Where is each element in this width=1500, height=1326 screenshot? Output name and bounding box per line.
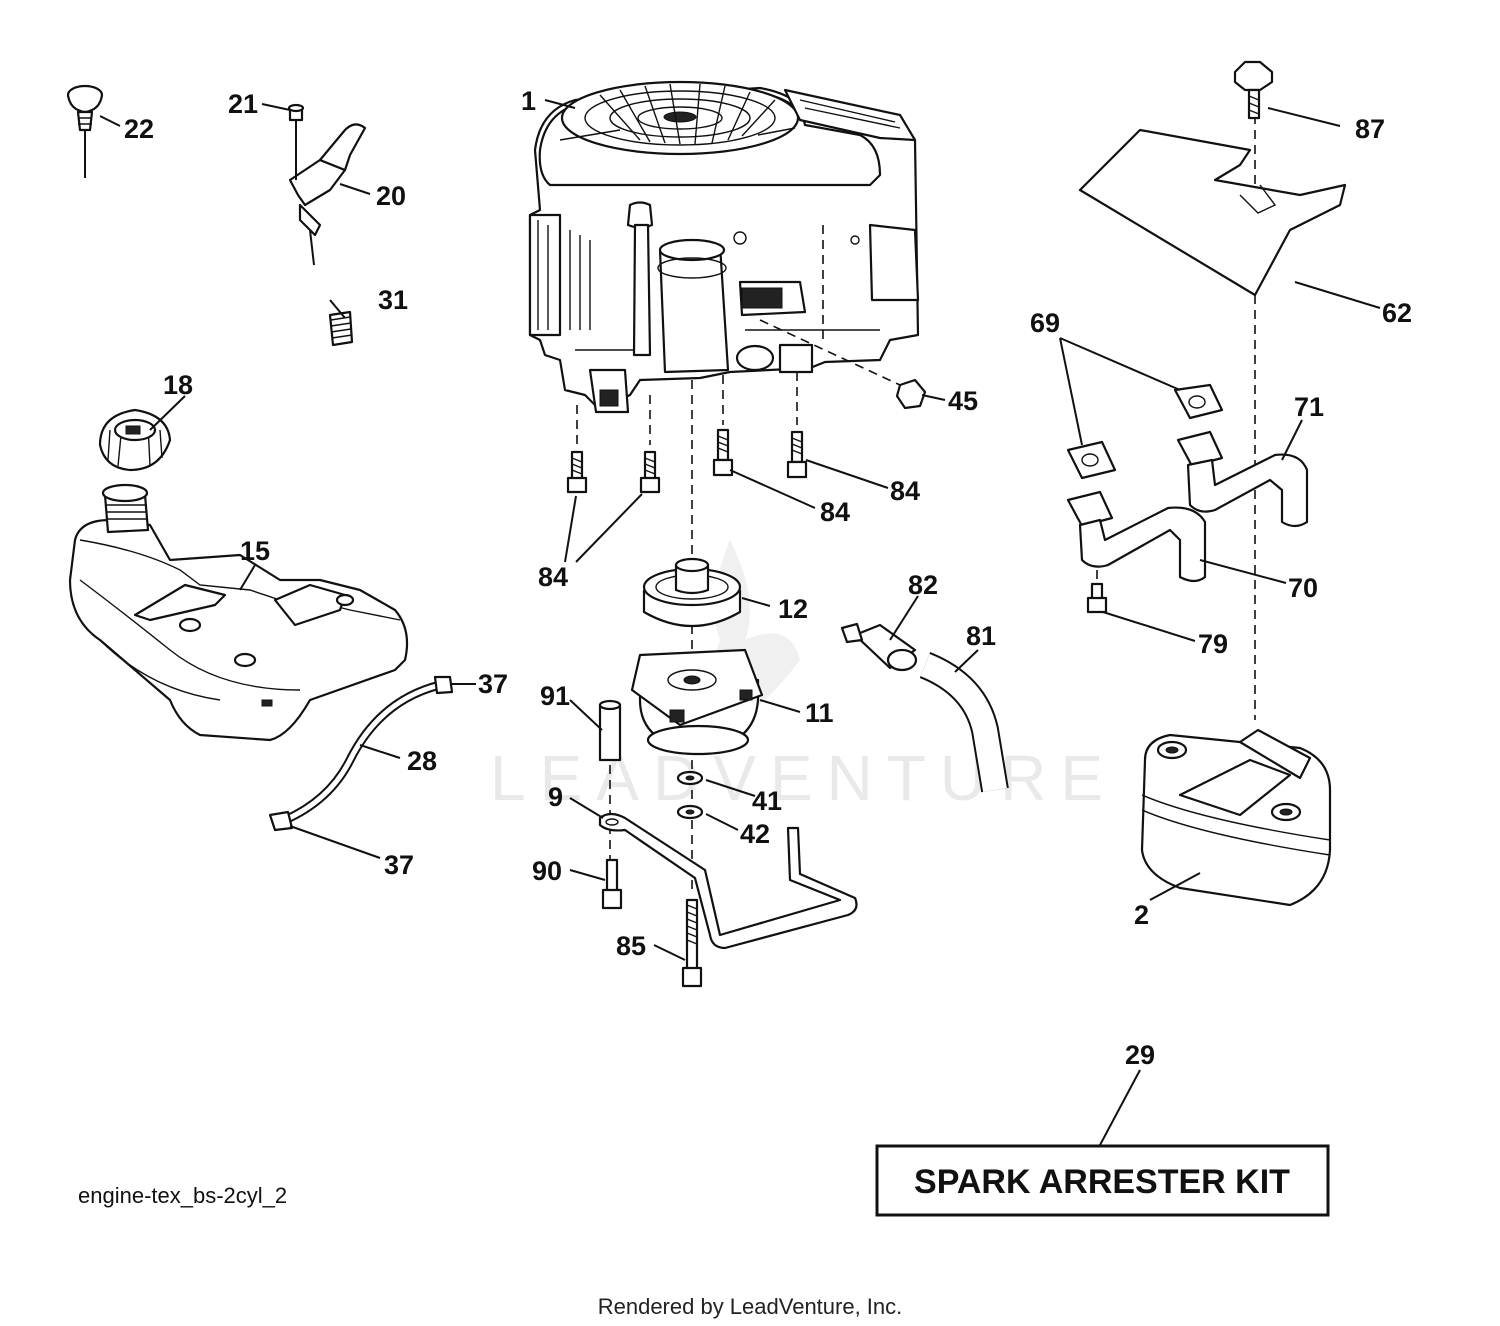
nut-45-drawing [895, 378, 927, 410]
bolt-90-drawing [601, 858, 623, 910]
callout-1: 1 [521, 86, 536, 116]
callout-29: 29 [1125, 1040, 1155, 1070]
spacer-91-drawing [598, 699, 622, 762]
callout-84-left: 84 [538, 562, 568, 592]
bolt-84-drawings [566, 428, 808, 494]
bolt-79-drawing [1086, 582, 1108, 614]
fuel-filter-82-drawing [840, 622, 918, 672]
callout-31: 31 [378, 285, 408, 315]
callout-37-bottom: 37 [384, 850, 414, 880]
callout-45: 45 [948, 386, 978, 416]
bracket-9-drawing [598, 812, 858, 950]
callout-9: 9 [548, 782, 563, 812]
exhaust-pipe-70-drawing [1066, 490, 1207, 583]
callout-28: 28 [407, 746, 437, 776]
callout-11: 11 [805, 698, 834, 728]
callout-62: 62 [1382, 298, 1412, 328]
callout-2: 2 [1134, 900, 1149, 930]
callout-12: 12 [778, 594, 808, 624]
callout-69: 69 [1030, 308, 1060, 338]
engine-drawing [528, 80, 920, 414]
watermark: LEADVENTURE [490, 742, 1117, 814]
callout-90: 90 [532, 856, 562, 886]
callout-37-top: 37 [478, 669, 508, 699]
callout-41: 41 [752, 786, 782, 816]
dipstick-22-drawing [66, 84, 104, 178]
callout-18: 18 [163, 370, 193, 400]
callout-71: 71 [1294, 392, 1324, 422]
control-20-drawing [287, 103, 367, 266]
bolt-85-drawing [681, 898, 703, 988]
callout-91: 91 [540, 681, 570, 711]
callout-79: 79 [1198, 629, 1228, 659]
callout-85: 85 [616, 931, 646, 961]
muffler-2-drawing [1140, 728, 1332, 907]
callout-15: 15 [240, 536, 270, 566]
callout-87: 87 [1355, 114, 1385, 144]
heat-shield-62-drawing [1078, 128, 1347, 297]
leader-lines [99, 99, 1381, 1146]
exhaust-pipe-71-drawing [1176, 430, 1309, 528]
footer-credit: Rendered by LeadVenture, Inc. [598, 1294, 903, 1319]
fuel-line-28-drawing [268, 675, 454, 832]
callout-labels: 1 2 9 11 12 15 18 20 21 22 28 29 31 37 3… [124, 86, 1412, 1070]
fuel-cap-18-drawing [98, 408, 172, 472]
spark-arrester-kit-box [875, 1144, 1330, 1217]
callout-21: 21 [228, 89, 258, 119]
screw-87-drawing [1233, 60, 1274, 120]
callout-82: 82 [908, 570, 938, 600]
spark-arrester-kit-label: SPARK ARRESTER KIT [914, 1163, 1290, 1201]
callout-22: 22 [124, 114, 154, 144]
callout-81: 81 [966, 621, 996, 651]
fuel-tank-15-drawing [68, 483, 409, 742]
callout-42: 42 [740, 819, 770, 849]
callout-70: 70 [1288, 573, 1318, 603]
clutch-11-drawing [630, 648, 764, 756]
pulley-12-drawing [642, 557, 742, 627]
callout-84-middle: 84 [820, 497, 850, 527]
gasket-69-drawings [1066, 383, 1224, 480]
callout-84-right: 84 [890, 476, 920, 506]
spring-31-drawing [328, 310, 354, 347]
callout-20: 20 [376, 181, 406, 211]
diagram-filename: engine-tex_bs-2cyl_2 [78, 1183, 287, 1208]
